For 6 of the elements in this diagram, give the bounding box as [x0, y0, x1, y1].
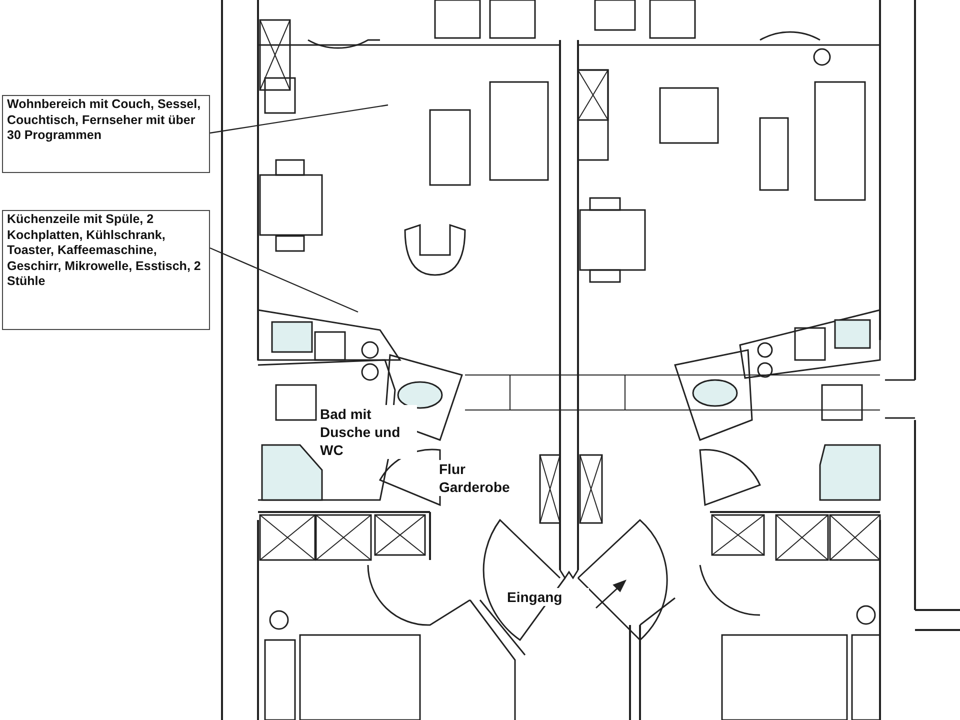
callout-text: Wohnbereich mit Couch, Sessel, Couchtisch, Fernseher mit über 30 Programmen	[2, 95, 210, 173]
room-label: Bad mit Dusche und WC	[318, 405, 417, 459]
room-label: Eingang	[505, 588, 589, 606]
leader-line	[210, 104, 388, 134]
callout-text: Küchenzeile mit Spüle, 2 Kochplatten, Kühlschrank, Toaster, Kaffeemaschine, Geschirr, Mikrowelle, Esstisch, 2 Stühle	[2, 210, 210, 330]
leader-line	[210, 247, 358, 313]
